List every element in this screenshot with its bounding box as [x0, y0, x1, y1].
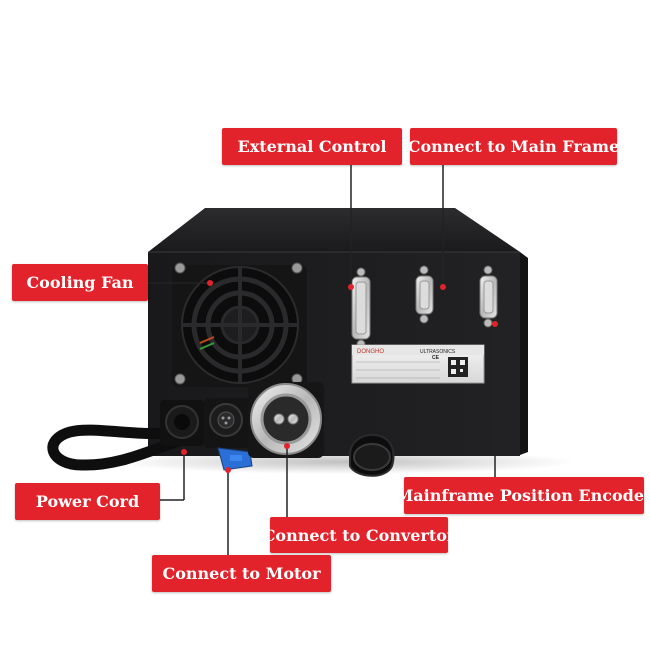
db25-external-control-connector — [351, 267, 371, 349]
leader-lines — [148, 165, 496, 555]
nameplate-subtitle: ULTRASONICS — [420, 349, 456, 355]
db9-main-frame-connector — [415, 265, 434, 324]
motor-connector — [204, 398, 253, 471]
convertor-connector — [248, 382, 324, 458]
label-power-cord: Power Cord — [15, 483, 160, 520]
connector-cap — [349, 434, 395, 477]
db15-encoder-connector — [479, 265, 498, 328]
power-cable — [47, 424, 188, 471]
leader-dots — [181, 280, 498, 473]
ce-mark: CE — [432, 355, 440, 361]
fan-screws — [174, 262, 303, 385]
label-mainframe-position-encoder: Mainframe Position Encoder — [396, 477, 650, 514]
nameplate-brand: DONGHO — [357, 349, 384, 355]
chassis-top — [148, 208, 520, 252]
power-cord-socket — [160, 400, 204, 446]
nameplate: DONGHO ULTRASONICS CE — [351, 344, 485, 384]
label-connect-convertor: Connect to Convertor — [263, 517, 455, 553]
label-cooling-fan: Cooling Fan — [12, 264, 148, 301]
label-connect-motor: Connect to Motor — [152, 555, 331, 592]
label-external-control: External Control — [222, 128, 402, 165]
chassis-side — [520, 252, 528, 455]
cooling-fan — [172, 265, 307, 387]
label-connect-main-frame: Connect to Main Frame — [408, 128, 619, 165]
